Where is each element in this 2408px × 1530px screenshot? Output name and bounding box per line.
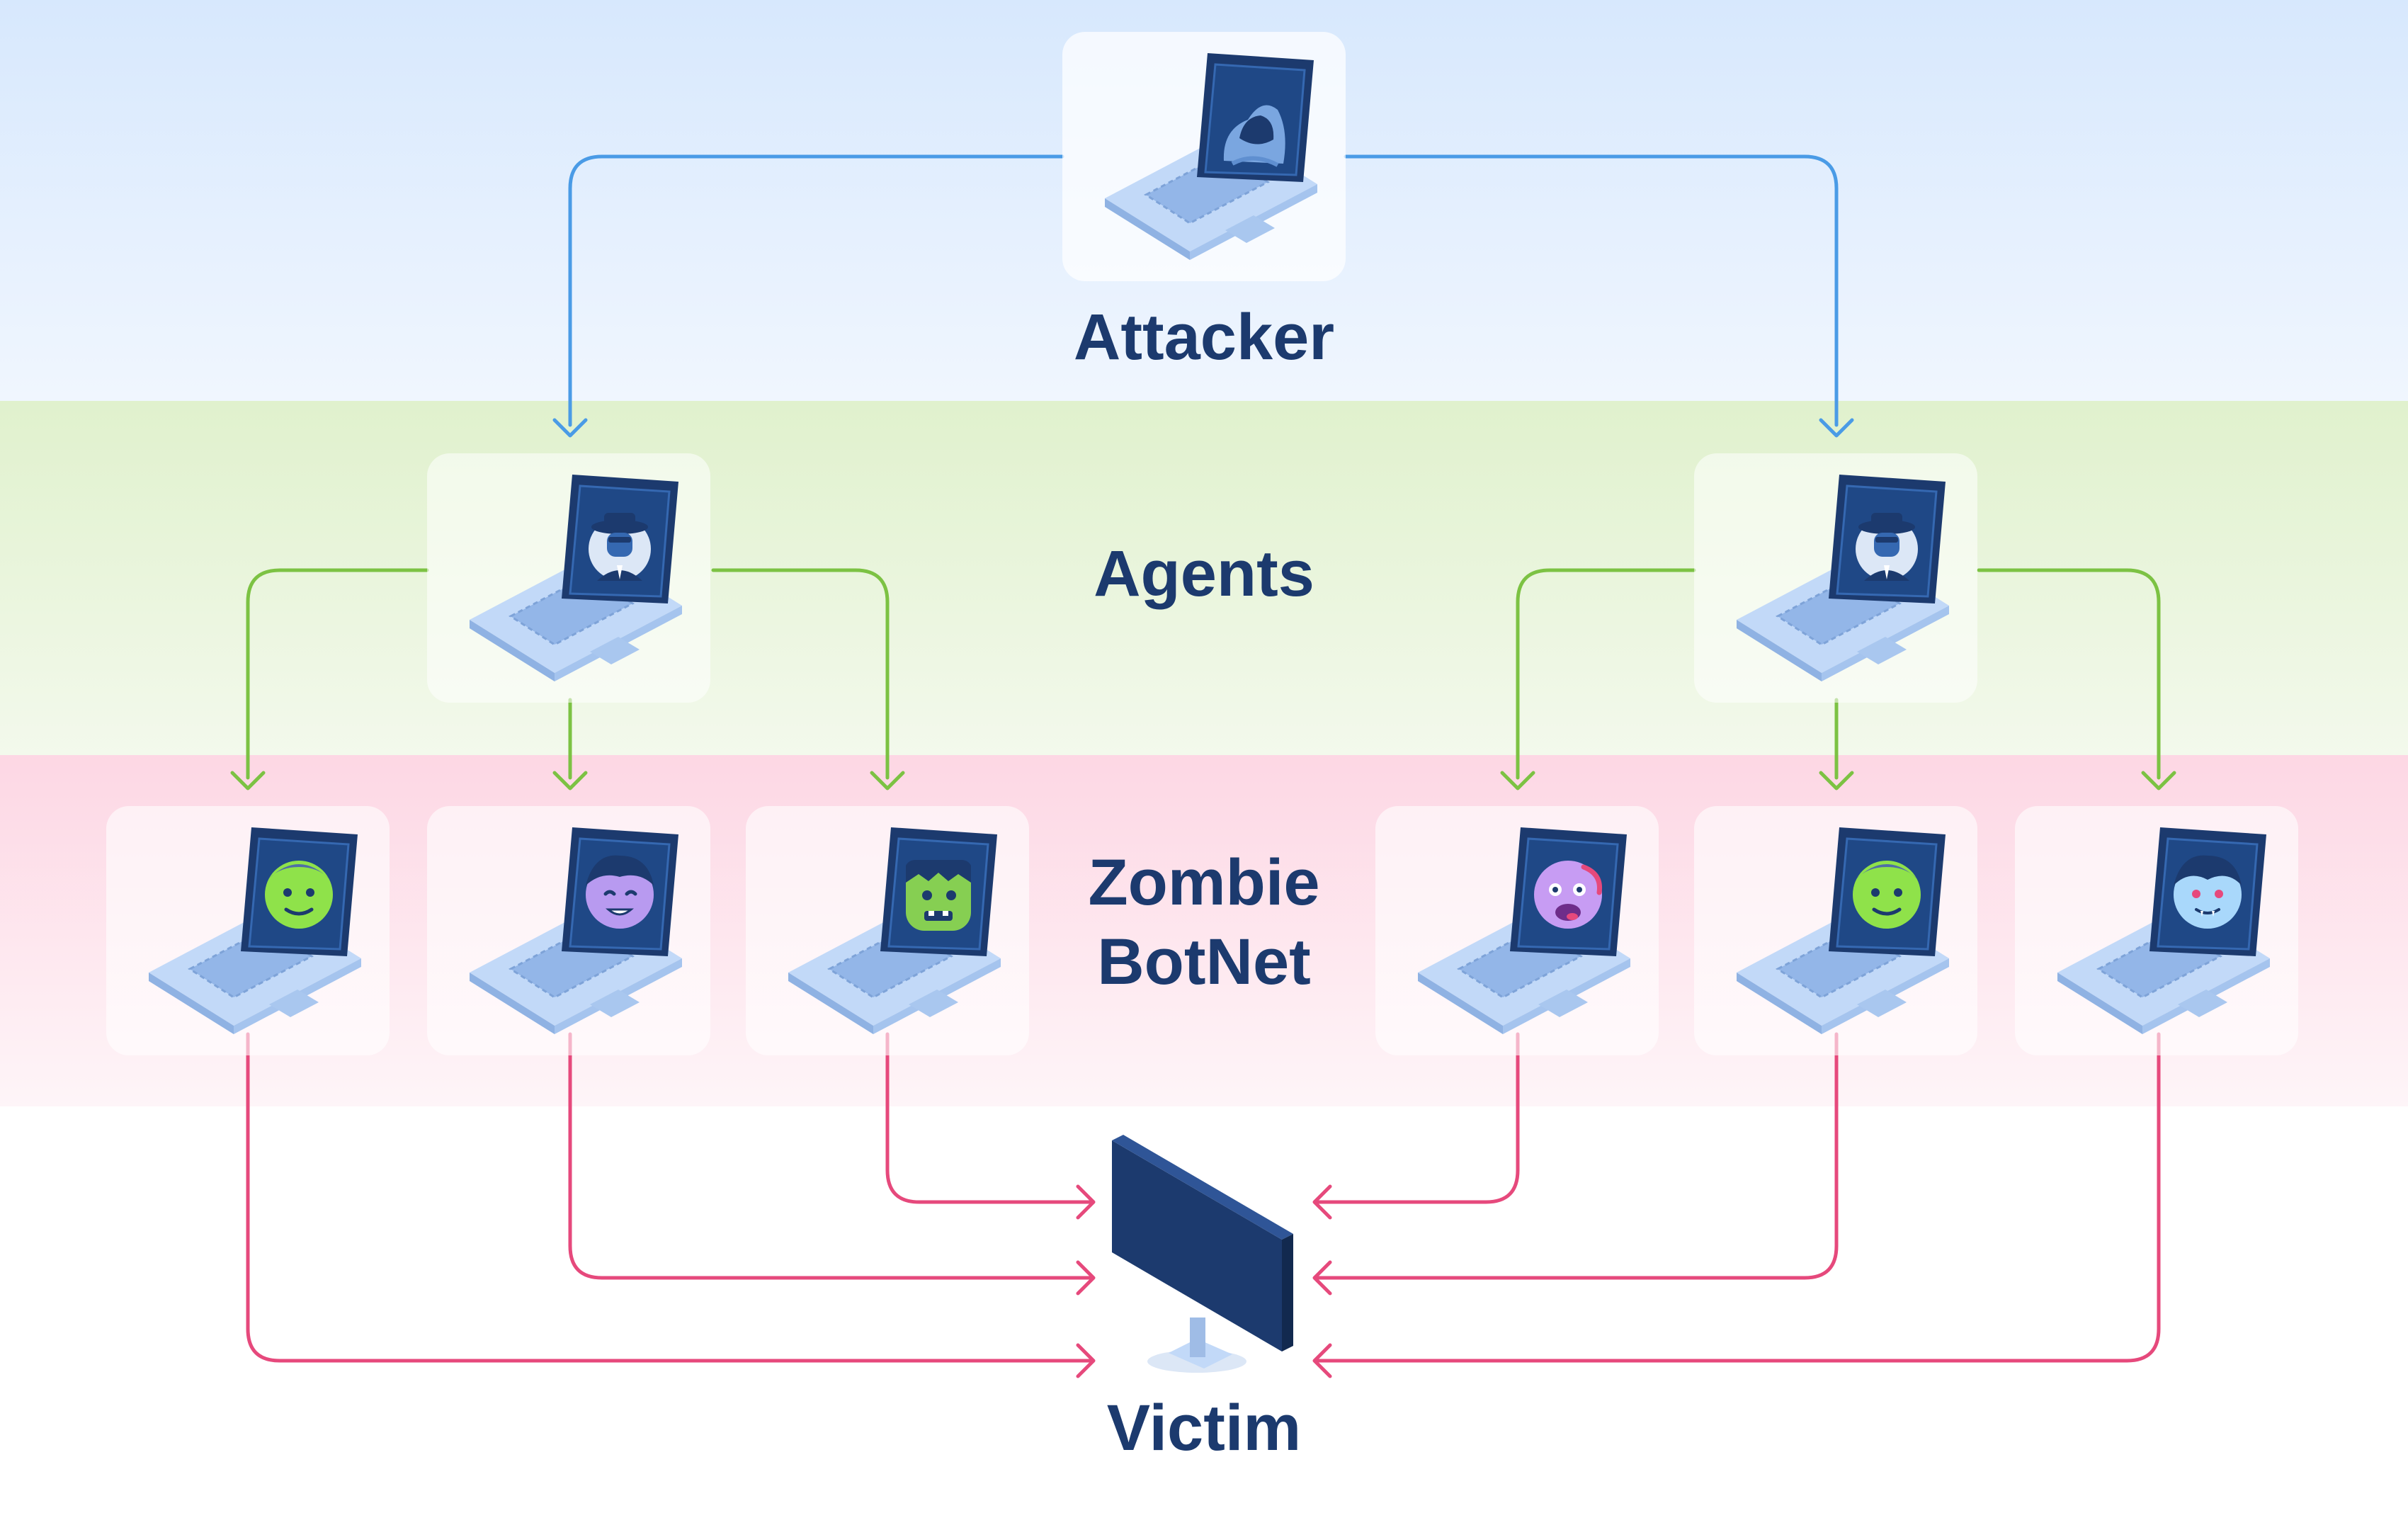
arrow-zombie-1-to-victim <box>246 1032 1093 1363</box>
arrowhead-agent-1-to-zombie-2 <box>552 771 588 790</box>
desktop-monitor-icon <box>1112 1135 1293 1373</box>
arrowhead-attacker-to-agent-1 <box>552 418 588 438</box>
spy-agent-icon <box>470 475 682 681</box>
arrowhead-zombie-4-to-victim <box>1312 1184 1332 1220</box>
arrowhead-agent-2-to-zombie-5 <box>1819 771 1854 790</box>
zombie-node-4 <box>1375 806 1659 1055</box>
attacker-label: Attacker <box>1073 301 1335 373</box>
victim-label: Victim <box>1106 1392 1302 1464</box>
arrow-attacker-to-agent-1 <box>568 154 1064 427</box>
zombie-node-6 <box>2015 806 2298 1055</box>
arrow-agent-2-to-zombie-6 <box>1977 568 2161 780</box>
arrow-attacker-to-agent-2 <box>1344 154 1839 427</box>
arrowhead-agent-2-to-zombie-6 <box>2141 771 2176 790</box>
frankenstein-face-icon <box>788 827 1001 1034</box>
zombie-botnet-label-line-1: Zombie <box>1088 846 1320 919</box>
arrowhead-attacker-to-agent-2 <box>1819 418 1854 438</box>
arrowhead-zombie-5-to-victim <box>1312 1260 1332 1296</box>
arrowhead-agent-1-to-zombie-1 <box>230 771 266 790</box>
hooded-hacker-icon <box>1105 53 1317 260</box>
arrowhead-agent-1-to-zombie-3 <box>870 771 905 790</box>
arrow-agent-2-to-zombie-4 <box>1516 568 1696 780</box>
agents-tier-band <box>0 401 2408 755</box>
zombie-node-5 <box>1694 806 1977 1055</box>
attacker-node <box>1062 32 1346 281</box>
arrowhead-zombie-2-to-victim <box>1076 1260 1096 1296</box>
arrow-zombie-6-to-victim <box>1315 1032 2161 1363</box>
zombie-botnet-label-line-2: BotNet <box>1097 926 1311 998</box>
green-zombie-face-icon <box>149 827 361 1034</box>
purple-zombie-face-icon <box>1418 827 1630 1034</box>
zombie-node-3 <box>746 806 1029 1055</box>
agent-node-1 <box>427 453 710 703</box>
arrow-zombie-2-to-victim <box>568 1032 1093 1280</box>
arrow-agent-1-to-zombie-3 <box>711 568 890 780</box>
arrowhead-zombie-3-to-victim <box>1076 1184 1096 1220</box>
zombie-botnet-tier-band <box>0 755 2408 1106</box>
arrowhead-agent-2-to-zombie-4 <box>1500 771 1535 790</box>
arrow-zombie-4-to-victim <box>1315 1032 1520 1204</box>
blue-vampire-face-icon <box>2057 827 2270 1034</box>
zombie-node-2 <box>427 806 710 1055</box>
purple-vampire-face-icon <box>470 827 682 1034</box>
zombie-node-1 <box>106 806 390 1055</box>
spy-agent-icon <box>1737 475 1949 681</box>
green-zombie-face-icon <box>1737 827 1949 1034</box>
arrowhead-zombie-1-to-victim <box>1076 1343 1096 1378</box>
arrow-zombie-3-to-victim <box>885 1032 1093 1204</box>
arrow-agent-1-to-zombie-1 <box>246 568 429 780</box>
agent-node-2 <box>1694 453 1977 703</box>
agents-label: Agents <box>1094 538 1314 610</box>
arrow-zombie-5-to-victim <box>1315 1032 1839 1280</box>
arrowhead-zombie-6-to-victim <box>1312 1343 1332 1378</box>
